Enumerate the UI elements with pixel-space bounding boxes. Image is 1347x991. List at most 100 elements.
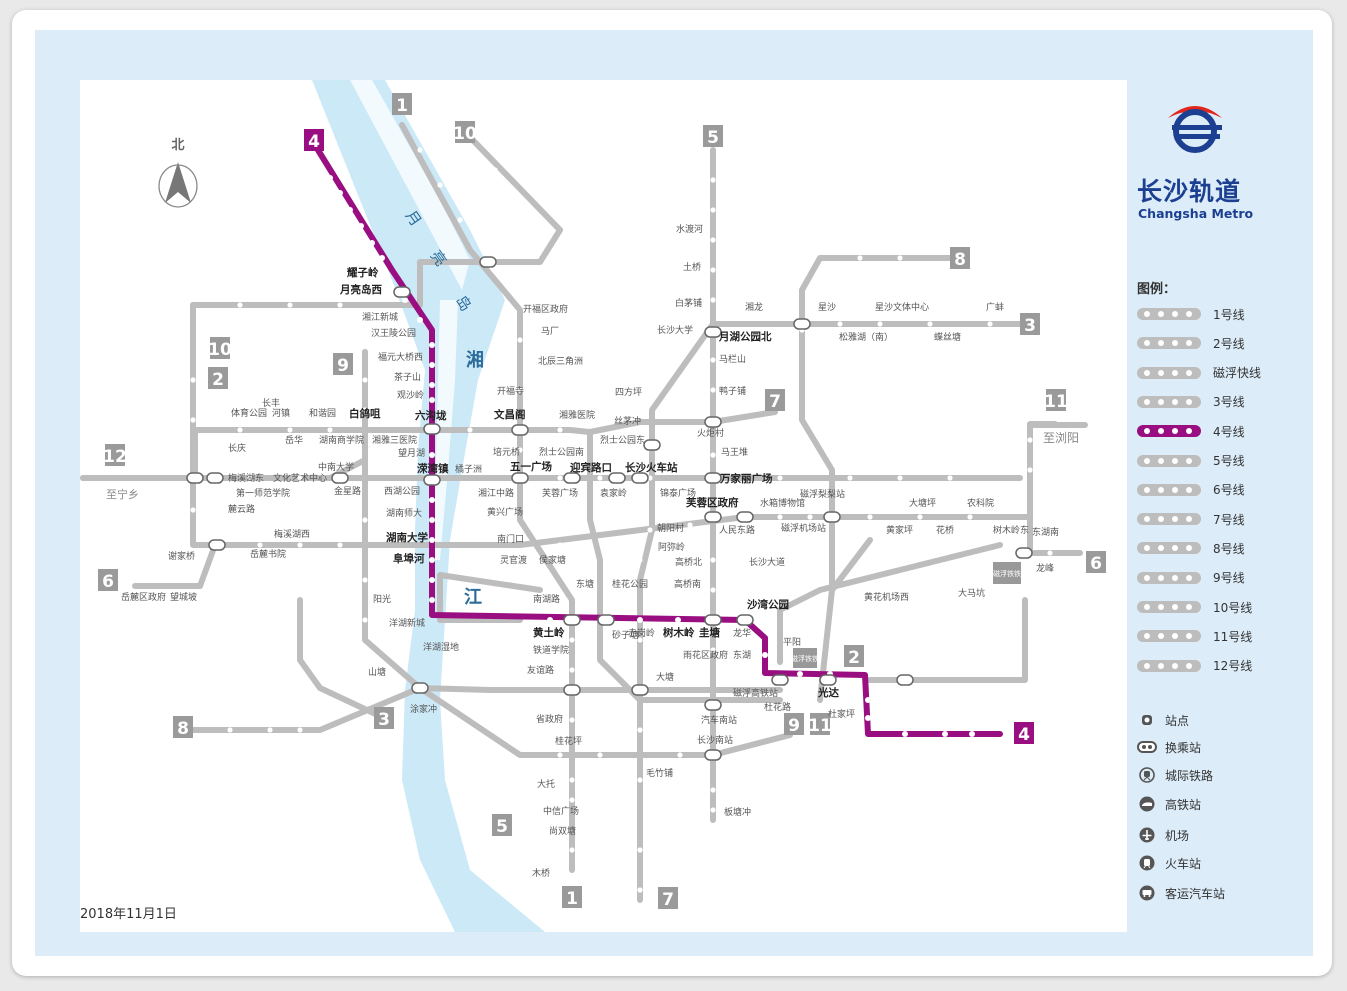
- station-dot: [429, 342, 435, 348]
- station-label: 杜花路: [764, 701, 791, 713]
- line-badge-label: 12: [103, 447, 127, 467]
- line-badge-label: 11: [808, 716, 832, 736]
- line6-east-path: [867, 597, 1028, 683]
- line-badge-label: 10: [453, 124, 477, 144]
- station-label: 西湖公园: [384, 486, 420, 497]
- station-label: 汉王陵公园: [371, 328, 416, 339]
- station-dot: [1027, 437, 1033, 443]
- line-badge: [455, 121, 475, 143]
- station-label: 溁湾镇: [417, 462, 449, 475]
- legend-line-row: 6号线: [1137, 482, 1245, 498]
- transfer-station: [1015, 547, 1033, 559]
- line-badge: [492, 814, 512, 836]
- station-label: 雨花区政府: [683, 649, 728, 661]
- transfer-station: [631, 472, 649, 484]
- legend-line-swatch: [1137, 366, 1201, 379]
- line-badge-label: 6: [102, 572, 114, 592]
- line-badge: [173, 716, 193, 738]
- station-label: 黄兴广场: [487, 506, 523, 518]
- legend-line-swatch: [1137, 483, 1201, 496]
- legend-symbol-row: 机场: [1137, 825, 1189, 845]
- line-misc-path: [437, 572, 543, 623]
- legend-line-label: 2号线: [1213, 336, 1245, 351]
- maglev-path: [777, 542, 1003, 665]
- brand-name-en: Changsha Metro: [1138, 206, 1254, 221]
- legend-line-row: 1号线: [1137, 306, 1245, 322]
- station-label: 省政府: [536, 713, 563, 725]
- station-label: 白茅铺: [675, 297, 702, 309]
- station-label: 麓云路: [228, 503, 255, 515]
- legend-symbol-label: 火车站: [1165, 856, 1202, 871]
- station-dot: [467, 427, 473, 433]
- station-dot: [865, 697, 871, 703]
- legend-line-label: 12号线: [1213, 659, 1253, 674]
- legend-symbol-row: 城际铁路: [1137, 765, 1213, 785]
- line-badge-label: 8: [177, 719, 189, 739]
- station-dot: [710, 357, 716, 363]
- station-label: 桂花坪: [555, 735, 582, 747]
- station-dot: [337, 302, 343, 308]
- station-dot: [547, 617, 553, 623]
- station-label: 树木岭: [663, 626, 695, 639]
- station-dot: [710, 587, 716, 593]
- station-label: 月湖公园北: [718, 330, 772, 343]
- line-badge-label: 4: [308, 132, 320, 152]
- station-label: 文化艺术中心: [273, 472, 327, 484]
- station-label: 朝阳村: [657, 522, 684, 534]
- transfer-station: [704, 416, 722, 428]
- transfer-station: [563, 614, 581, 626]
- station-label: 长庆: [228, 442, 246, 454]
- line8-path: [180, 685, 793, 758]
- line-badge: [844, 645, 864, 667]
- station-label: 圭塘: [699, 626, 720, 639]
- station-label: 铁道学院: [533, 644, 569, 656]
- station-dot: [637, 847, 643, 853]
- station-dot: [492, 167, 498, 173]
- line-badge-label: 10: [208, 340, 232, 360]
- station-dot: [429, 557, 435, 563]
- station-dot: [369, 240, 375, 246]
- station-dot: [190, 417, 196, 423]
- map-area[interactable]: [80, 80, 1127, 932]
- station-label: 茶子山: [394, 371, 421, 383]
- station-dot: [517, 337, 523, 343]
- maglev-tag-label: 磁浮铁铁: [993, 569, 1021, 578]
- line-badge: [304, 129, 324, 151]
- line-badge-label: 8: [954, 250, 966, 270]
- station-dot: [517, 447, 523, 453]
- line-badge-label: 6: [1090, 554, 1102, 574]
- station-dot: [637, 727, 643, 733]
- station-label: 赤岗岭: [628, 627, 655, 639]
- station-dot: [637, 617, 643, 623]
- line8-north-path: [799, 255, 963, 593]
- legend-line-label: 3号线: [1213, 395, 1245, 410]
- station-dot: [597, 752, 603, 758]
- station-dot: [337, 542, 343, 548]
- station-label: 星沙文体中心: [875, 301, 929, 313]
- station-label: 梅溪湖东: [228, 472, 264, 484]
- legend-line-swatch: [1137, 308, 1201, 320]
- station-label: 北辰三角洲: [538, 355, 583, 367]
- station-label: 岳麓区政府: [121, 591, 166, 603]
- legend-line-swatch: [1137, 630, 1201, 643]
- station-label: 文昌阁: [493, 408, 526, 421]
- line-badge: [374, 707, 394, 729]
- station-label: 沙湾公园: [747, 598, 789, 611]
- station-label: 福元大桥西: [378, 351, 423, 363]
- station-label: 梅溪湖西: [274, 528, 310, 540]
- transfer-station: [823, 511, 841, 523]
- station-label: 土桥: [683, 261, 701, 273]
- intercity-rail-icon: [1137, 765, 1157, 785]
- line-badge: [210, 337, 230, 359]
- station-dot: [429, 597, 435, 603]
- station-dot: [190, 377, 196, 383]
- line1-path: [399, 122, 575, 873]
- station-dot: [477, 752, 483, 758]
- line-badge-label: 2: [848, 648, 860, 668]
- map-date: 2018年11月1日: [80, 907, 177, 922]
- station-label: 广蚌: [986, 301, 1004, 313]
- station-label: 长沙南站: [697, 734, 733, 746]
- station-dot: [227, 727, 233, 733]
- station-dot: [429, 452, 435, 458]
- station-label: 大塘坪: [909, 497, 936, 509]
